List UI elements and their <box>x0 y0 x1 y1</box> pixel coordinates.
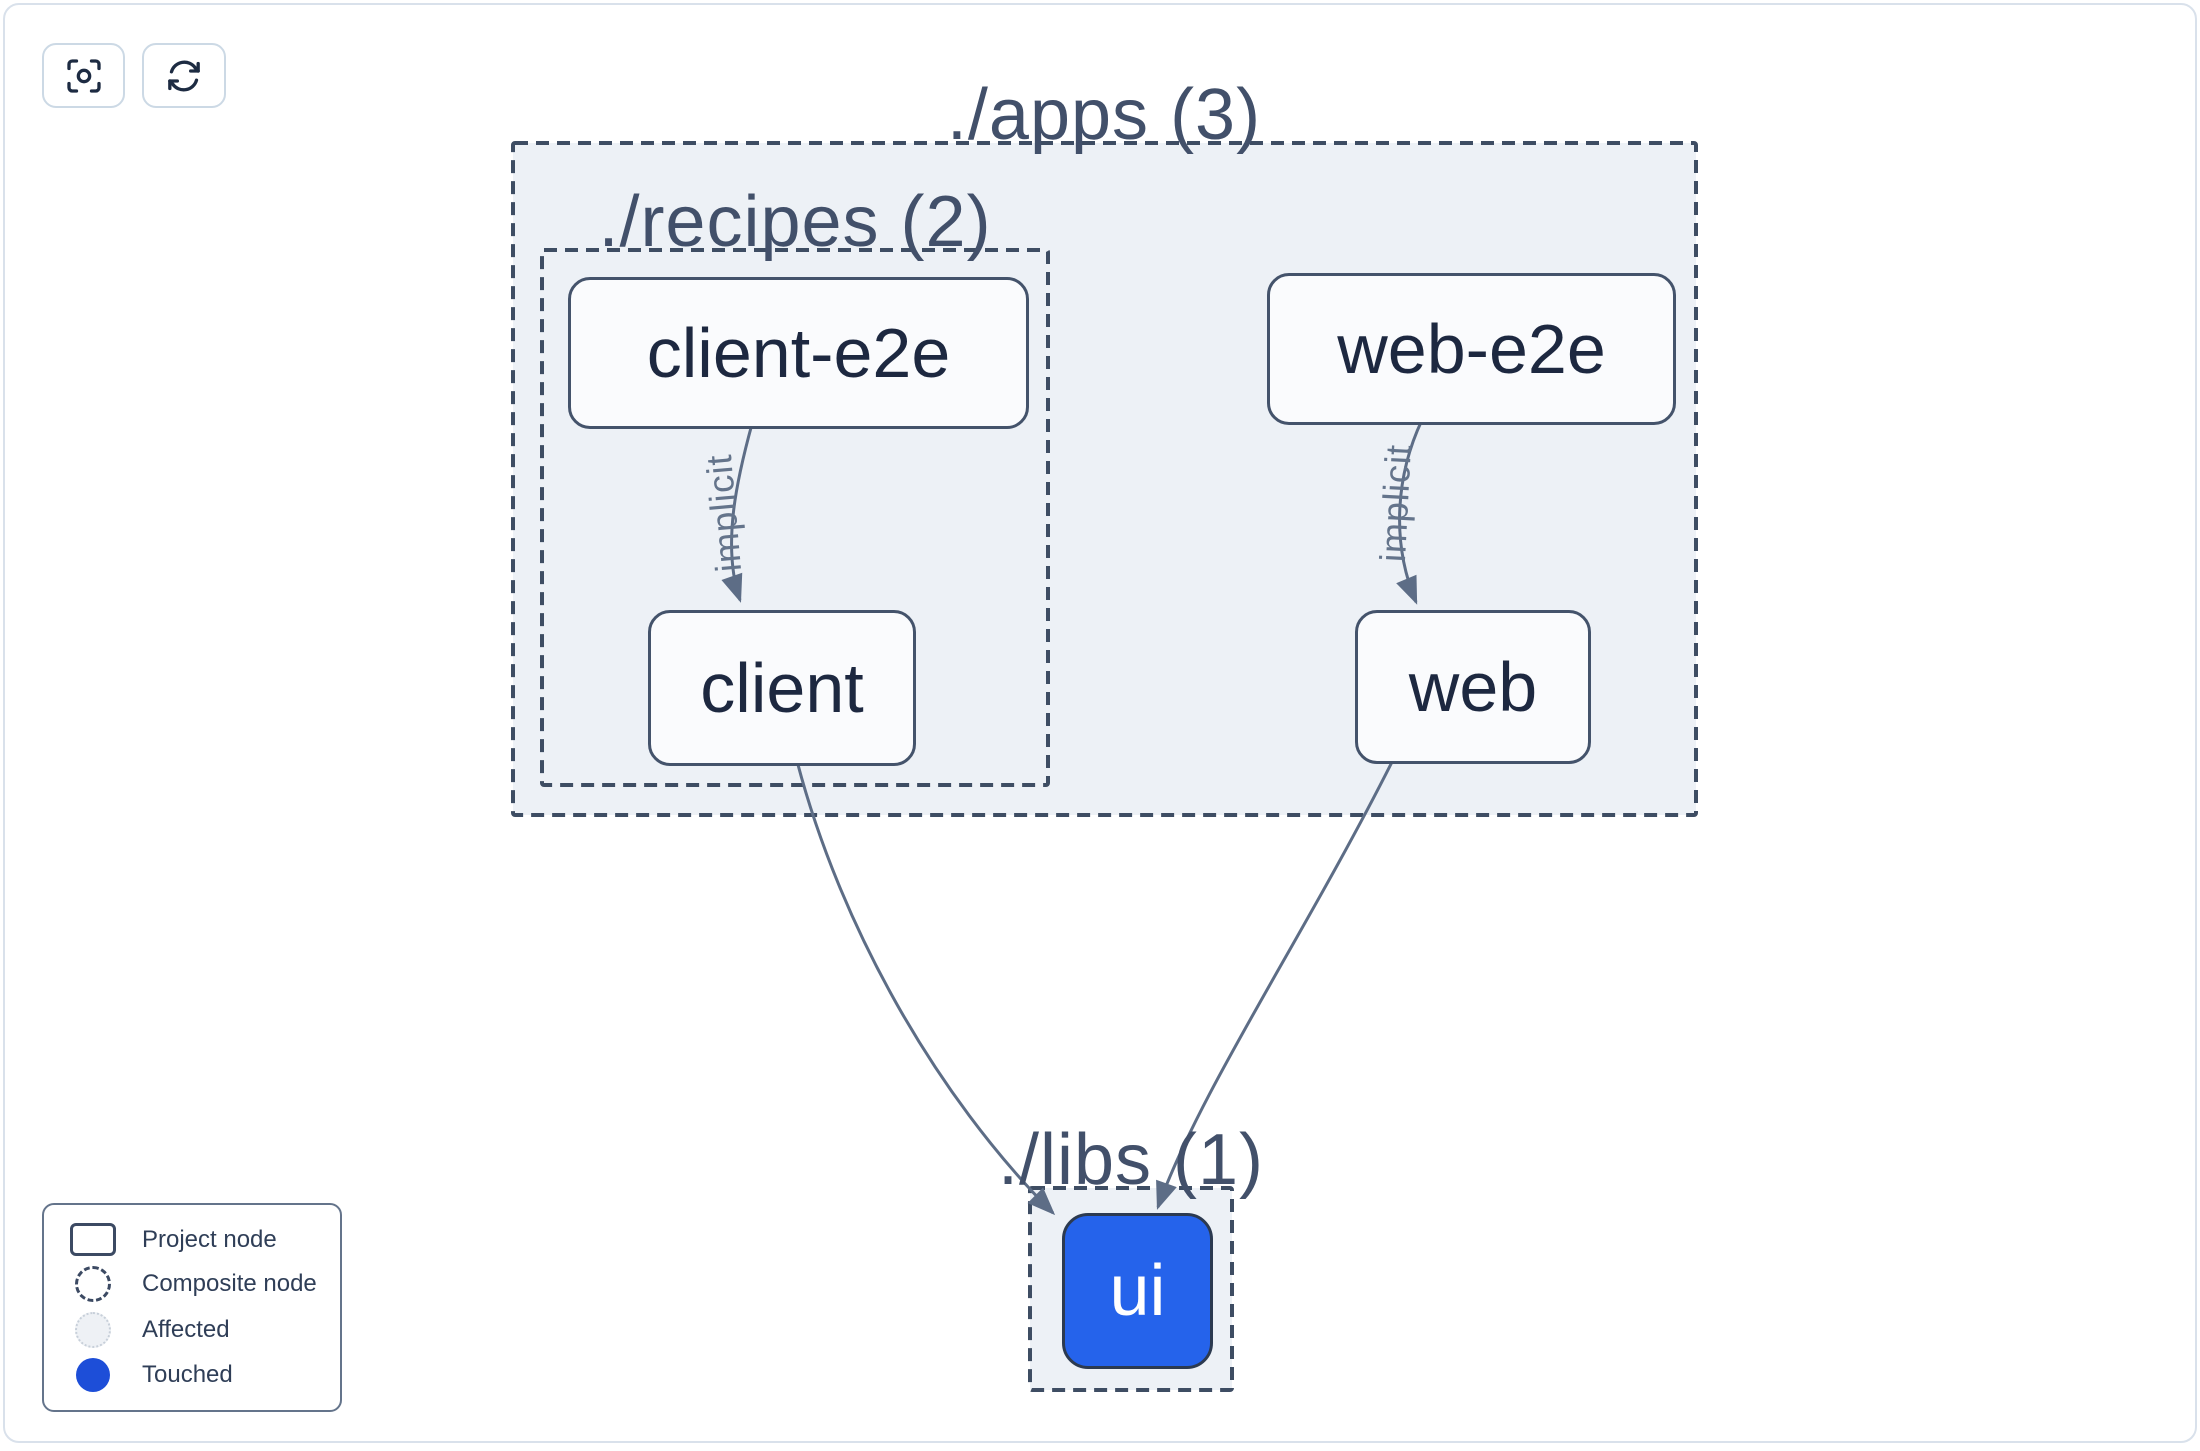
legend-item-composite-node: Composite node <box>70 1266 340 1302</box>
node-label: ui <box>1109 1250 1165 1332</box>
node-label: client-e2e <box>647 313 951 393</box>
legend-item-label: Touched <box>142 1361 233 1389</box>
composite-node-swatch <box>70 1266 116 1302</box>
edge-label-implicit-2: implicit <box>1372 443 1420 563</box>
node-client[interactable]: client <box>648 610 916 766</box>
node-label: client <box>700 648 863 728</box>
legend-item-touched: Touched <box>70 1358 340 1392</box>
legend-item-label: Affected <box>142 1316 230 1344</box>
affected-swatch <box>70 1312 116 1348</box>
legend-item-project-node: Project node <box>70 1223 340 1256</box>
node-label: web <box>1409 647 1537 727</box>
node-client-e2e[interactable]: client-e2e <box>568 277 1029 429</box>
node-web-e2e[interactable]: web-e2e <box>1267 273 1676 425</box>
touched-swatch <box>70 1358 116 1392</box>
legend: Project node Composite node Affected Tou… <box>42 1203 342 1412</box>
legend-item-label: Composite node <box>142 1270 317 1298</box>
node-label: web-e2e <box>1337 309 1606 389</box>
project-node-swatch <box>70 1223 116 1256</box>
legend-item-label: Project node <box>142 1226 277 1254</box>
group-recipes-label: ./recipes (2) <box>495 186 1095 258</box>
group-apps-label: ./apps (3) <box>804 79 1404 151</box>
project-graph-canvas[interactable]: ./apps (3) ./recipes (2) ./libs (1) clie… <box>3 3 2197 1443</box>
group-libs-label: ./libs (1) <box>831 1124 1431 1196</box>
node-ui[interactable]: ui <box>1062 1213 1213 1369</box>
node-web[interactable]: web <box>1355 610 1591 764</box>
legend-item-affected: Affected <box>70 1312 340 1348</box>
